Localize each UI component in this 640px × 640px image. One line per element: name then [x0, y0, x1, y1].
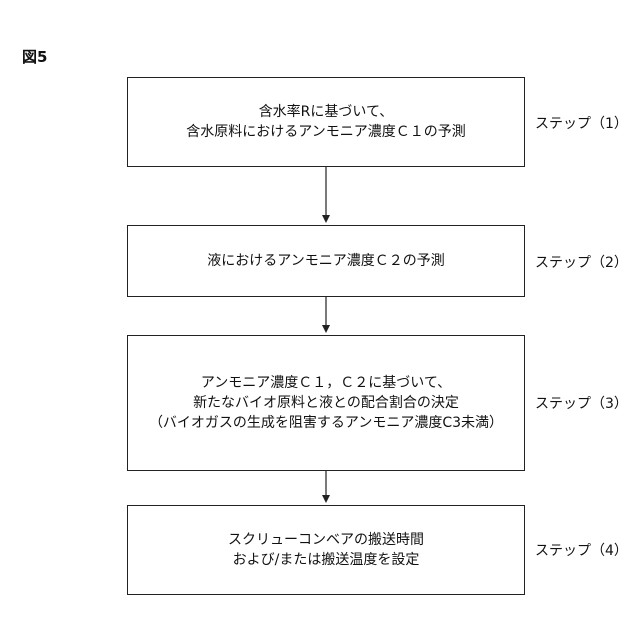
step-1-line-1: 含水率Rに基づいて、	[259, 102, 394, 122]
step-4-label: ステップ（4）	[535, 540, 628, 560]
step-3-line-3: （バイオガスの生成を阻害するアンモニア濃度C3未満）	[149, 413, 503, 433]
step-4-line-2: および/または搬送温度を設定	[233, 550, 420, 570]
step-1-box: 含水率Rに基づいて、 含水原料におけるアンモニア濃度Ｃ１の予測	[127, 77, 525, 167]
step-2-box: 液におけるアンモニア濃度Ｃ２の予測	[127, 225, 525, 297]
step-1-label: ステップ（1）	[535, 113, 628, 133]
step-3-line-2: 新たなバイオ原料と液との配合割合の決定	[193, 393, 459, 413]
step-4-box: スクリューコンベアの搬送時間 および/または搬送温度を設定	[127, 505, 525, 595]
step-2-label: ステップ（2）	[535, 252, 628, 272]
step-2-line-1: 液におけるアンモニア濃度Ｃ２の予測	[207, 251, 444, 271]
step-1-line-2: 含水原料におけるアンモニア濃度Ｃ１の予測	[186, 122, 465, 142]
step-3-label: ステップ（3）	[535, 393, 628, 413]
step-3-line-1: アンモニア濃度Ｃ１，Ｃ２に基づいて、	[201, 373, 451, 393]
step-3-box: アンモニア濃度Ｃ１，Ｃ２に基づいて、 新たなバイオ原料と液との配合割合の決定 （…	[127, 335, 525, 471]
step-4-line-1: スクリューコンベアの搬送時間	[228, 530, 424, 550]
